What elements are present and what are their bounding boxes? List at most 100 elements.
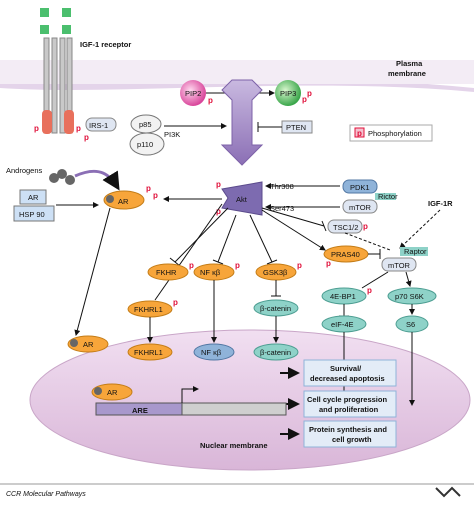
ar-are-ligand bbox=[94, 387, 102, 395]
legend-p: p bbox=[357, 129, 362, 138]
ser473-label: Ser473 bbox=[270, 204, 294, 213]
fkhr-node bbox=[147, 263, 189, 281]
pip2-node bbox=[180, 80, 206, 106]
akt-to-fkhr-line bbox=[174, 207, 229, 263]
nuclear-membrane-label: Nuclear membrane bbox=[200, 441, 268, 450]
rictor-node bbox=[375, 193, 396, 200]
plasma-membrane-label-1: Plasma bbox=[396, 59, 423, 68]
survival-box bbox=[303, 359, 397, 387]
hsp90-node bbox=[13, 205, 55, 222]
akt-p-1: p bbox=[216, 180, 221, 189]
p70s6k-label: p70 S6K bbox=[395, 292, 424, 301]
pi3k-label: PI3K bbox=[164, 130, 180, 139]
mtor-to-4ebp1-line bbox=[361, 271, 389, 289]
rictor-label: Rictor bbox=[378, 192, 398, 201]
journal-logo bbox=[435, 486, 461, 498]
pi3k-signal-arrow bbox=[220, 79, 264, 166]
pip3-node bbox=[275, 80, 301, 106]
pdk1-label: PDK1 bbox=[350, 183, 370, 192]
tsc-p: p bbox=[363, 222, 368, 231]
fkhr-p: p bbox=[189, 261, 194, 270]
pip2-label: PIP2 bbox=[185, 89, 201, 98]
pip3-label: PIP3 bbox=[280, 89, 296, 98]
pip2-p: p bbox=[208, 96, 213, 105]
4ebp1-label: 4E-BP1 bbox=[330, 292, 356, 301]
nfkb-nuclear-label: NF κβ bbox=[201, 348, 222, 357]
akt-nfkb-inhibit-bar bbox=[212, 259, 224, 265]
bcatenin-nuclear-node bbox=[253, 343, 299, 361]
raptor-label: Raptor bbox=[404, 247, 427, 256]
gene-dna bbox=[181, 402, 287, 416]
irs1-label: IRS-1 bbox=[89, 121, 108, 130]
cell-cycle-label-2: and proliferation bbox=[319, 405, 379, 414]
raptor-node bbox=[400, 247, 428, 256]
ar-cytoplasm-complex bbox=[19, 189, 47, 205]
igf1r-p-1: p bbox=[34, 124, 39, 133]
ar-complex-label: AR bbox=[28, 193, 39, 202]
pdk1-node bbox=[342, 179, 378, 194]
protein-synthesis-label-2: cell growth bbox=[332, 435, 372, 444]
akt-to-pras40-arrow bbox=[261, 209, 326, 251]
fkhrl1-p: p bbox=[173, 298, 178, 307]
igf1r-to-mtor-arrow bbox=[399, 209, 441, 249]
tsc-to-mtor-dashed bbox=[344, 232, 391, 251]
igf1r-label: IGF-1R bbox=[428, 199, 453, 208]
akt-node bbox=[221, 181, 263, 216]
4ebp1-p: p bbox=[367, 286, 372, 295]
akt-to-nfkb-line bbox=[217, 214, 237, 263]
androgens-label: Androgens bbox=[6, 166, 43, 175]
pras40-label: PRAS40 bbox=[331, 250, 360, 259]
ar-nucleus-label: AR bbox=[83, 340, 94, 349]
akt-p-2: p bbox=[216, 207, 221, 216]
ar-are-label: AR bbox=[107, 388, 118, 397]
hsp90-label: HSP 90 bbox=[19, 210, 45, 219]
cell-cycle-label-1: Cell cycle progression bbox=[307, 395, 387, 404]
pras40-p: p bbox=[326, 259, 331, 268]
androgen-2 bbox=[57, 169, 67, 179]
fkhr-label: FKHR bbox=[156, 268, 177, 277]
akt-to-fkhrl1-line bbox=[154, 203, 223, 301]
igf1-receptor bbox=[40, 8, 74, 134]
ar-to-nucleus-arrow bbox=[74, 207, 111, 336]
akt-to-gsk3b-line bbox=[249, 214, 273, 263]
ar-nucleus-node bbox=[67, 335, 109, 353]
androgen-1 bbox=[49, 173, 59, 183]
gsk3b-p: p bbox=[297, 261, 302, 270]
gsk3b-label: GSK3β bbox=[263, 268, 288, 277]
akt-gsk3b-inhibit-bar bbox=[266, 259, 278, 265]
tsc12-label: TSC1/2 bbox=[333, 223, 358, 232]
irs1-node bbox=[85, 117, 117, 132]
plasma-membrane-label-2: membrane bbox=[388, 69, 426, 78]
footer-label: CCR Molecular Pathways bbox=[6, 491, 86, 498]
ar-p-1: p bbox=[146, 184, 151, 193]
igf1-receptor-label: IGF-1 receptor bbox=[80, 40, 131, 49]
ar-nucleus-ligand bbox=[70, 339, 78, 347]
fkhrl1-label: FKHRL1 bbox=[134, 305, 163, 314]
mtorc1-node bbox=[381, 257, 417, 272]
nfkb-p: p bbox=[235, 261, 240, 270]
akt-label: Akt bbox=[236, 195, 248, 204]
pten-label: PTEN bbox=[286, 123, 306, 132]
protein-synthesis-label-1: Protein synthesis and bbox=[309, 425, 387, 434]
phosphorylation-legend bbox=[349, 124, 433, 142]
s6-label: S6 bbox=[406, 320, 415, 329]
fkhrl1-nuclear-node bbox=[127, 343, 173, 361]
fkhrl1-nuclear-label: FKHRL1 bbox=[134, 348, 163, 357]
ar-ligand bbox=[106, 195, 114, 203]
androgen-3 bbox=[65, 175, 75, 185]
bcatenin-label: β-catenin bbox=[260, 304, 291, 313]
ar-label: AR bbox=[118, 197, 129, 206]
eif4e-label: eIF-4E bbox=[331, 320, 354, 329]
cell-cycle-box bbox=[303, 390, 397, 418]
androgens-to-ar-arrow bbox=[74, 169, 120, 191]
igf1r-p-2: p bbox=[76, 124, 81, 133]
nfkb-nuclear-node bbox=[193, 343, 235, 361]
protein-synthesis-box bbox=[303, 420, 397, 448]
survival-label-2: decreased apoptosis bbox=[310, 374, 385, 383]
p110-label: p110 bbox=[137, 140, 153, 149]
legend-label: Phosphorylation bbox=[368, 129, 422, 138]
nfkb-label: NF κβ bbox=[200, 268, 221, 277]
p85-label: p85 bbox=[139, 120, 152, 129]
akt-to-tsc-line bbox=[261, 207, 325, 227]
